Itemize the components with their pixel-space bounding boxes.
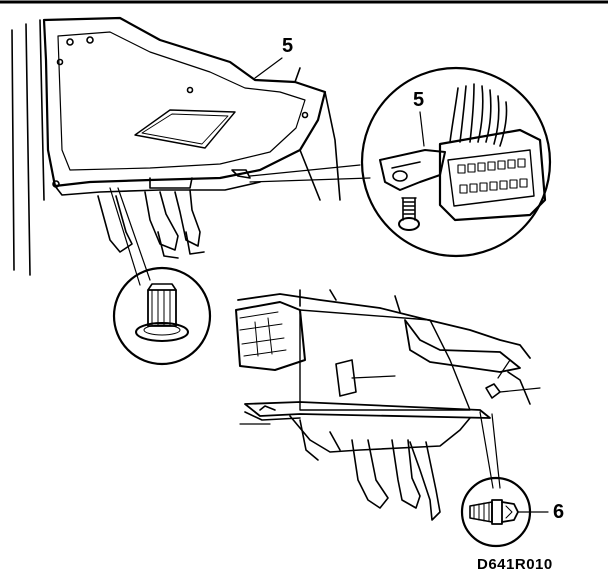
inset-screw-icon [398,197,420,231]
callout-5-inset: 5 [413,89,425,111]
callout-6-screw: 6 [553,501,565,523]
clip-inset [112,266,212,366]
upper-dashboard-illustration [11,16,371,286]
screw-inset [460,476,549,548]
callout-5-top: 5 [282,35,294,57]
screw-icon [469,499,519,525]
figure-code: D641R010 [477,556,553,573]
lower-dashboard-illustration [235,289,541,521]
connector-inset [360,66,552,258]
